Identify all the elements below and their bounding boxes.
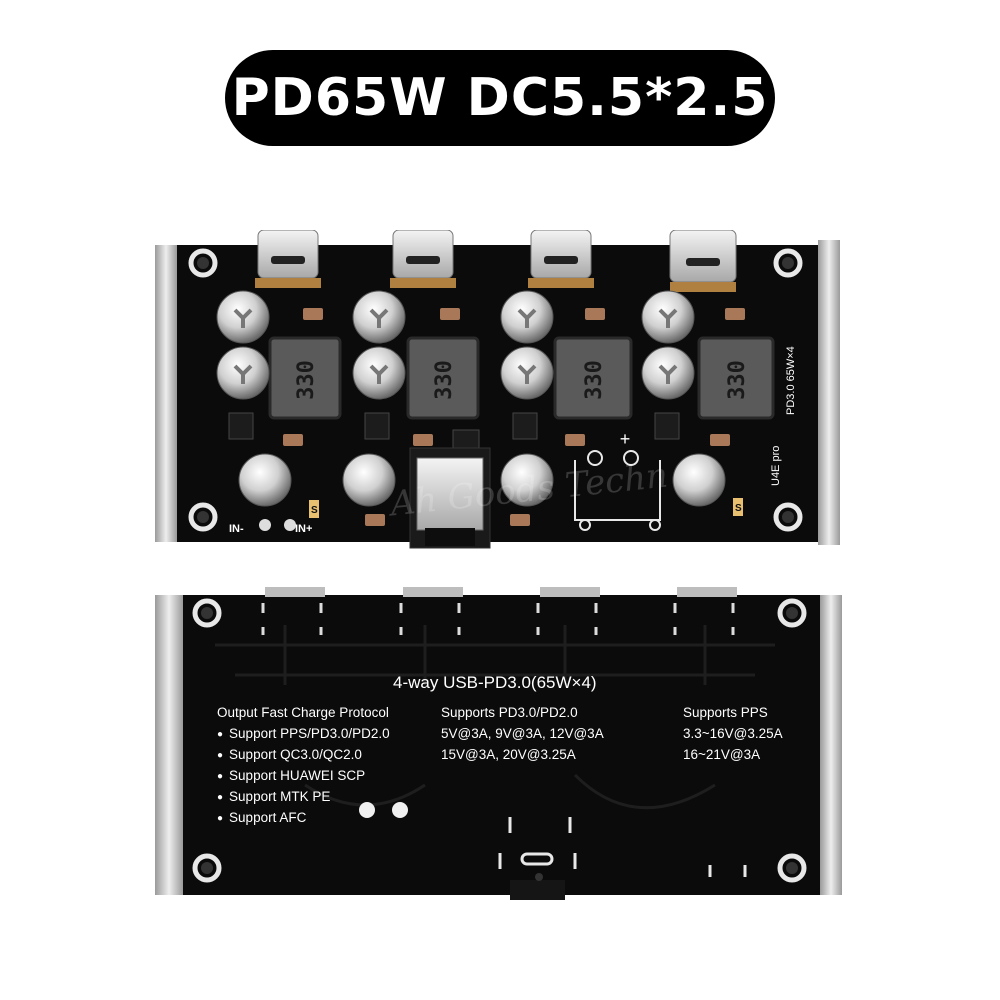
- in-plus-label: IN+: [295, 523, 313, 535]
- cap-letter-1: S: [311, 505, 318, 516]
- col1-title: Output Fast Charge Protocol: [217, 705, 389, 720]
- col2-line: 5V@3A, 9V@3A, 12V@3A: [441, 726, 604, 741]
- brand-label: U4E pro: [770, 445, 782, 486]
- col1-item: Support AFC: [217, 807, 306, 830]
- col1-item: Support HUAWEI SCP: [217, 765, 365, 788]
- inductor-marking-4: 330: [725, 360, 750, 400]
- inductor-marking-2: 330: [432, 360, 457, 400]
- bottom-heading: 4-way USB-PD3.0(65W×4): [393, 673, 597, 692]
- col3-title: Supports PPS: [683, 705, 768, 720]
- bottom-pcb-drawing: [155, 587, 842, 900]
- col2-title: Supports PD3.0/PD2.0: [441, 705, 578, 720]
- top-pcb-drawing: 330 330 330 330: [155, 230, 840, 549]
- col1-item: Support QC3.0/QC2.0: [217, 744, 362, 767]
- bottom-pcb-board: 4-way USB-PD3.0(65W×4) Output Fast Charg…: [155, 585, 845, 900]
- col2-line: 15V@3A, 20V@3.25A: [441, 747, 576, 762]
- top-pcb-board: 330 330 330 330: [155, 230, 845, 550]
- col3-line: 3.3~16V@3.25A: [683, 726, 783, 741]
- col3-line: 16~21V@3A: [683, 747, 761, 762]
- model-label: PD3.0 65W×4: [785, 346, 797, 415]
- in-minus-label: IN-: [229, 523, 244, 535]
- col1-item: Support MTK PE: [217, 786, 330, 809]
- col1-item: Support PPS/PD3.0/PD2.0: [217, 723, 390, 746]
- plus-sign: +: [620, 429, 631, 449]
- cap-letter-2: S: [735, 503, 742, 514]
- title-banner: PD65W DC5.5*2.5: [225, 50, 775, 146]
- inductor-marking-3: 330: [582, 360, 607, 400]
- title-text: PD65W DC5.5*2.5: [231, 68, 769, 128]
- inductor-marking-1: 330: [294, 360, 319, 400]
